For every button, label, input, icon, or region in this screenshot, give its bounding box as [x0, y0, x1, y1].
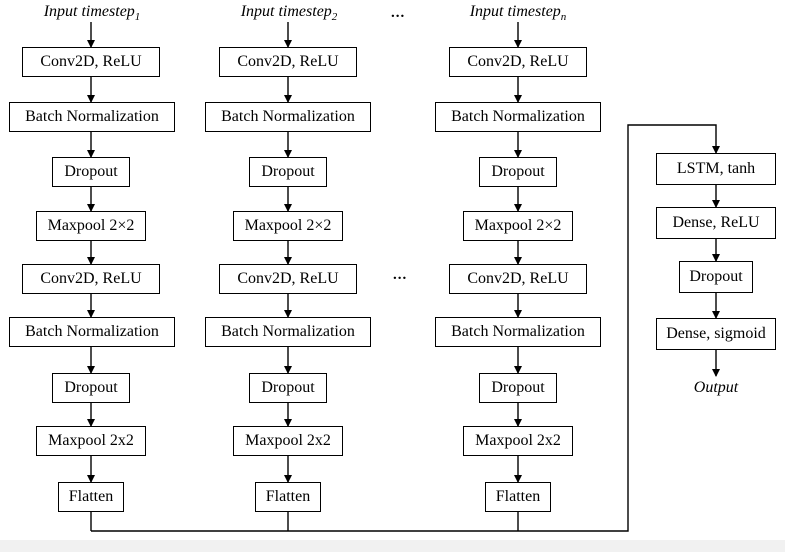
- input-timestep-n-text: Input timestep: [469, 3, 561, 20]
- col1-maxpool-2: Maxpool 2x2: [36, 426, 146, 456]
- bottom-strip: [0, 540, 785, 552]
- input-timestep-n-subscript: n: [560, 11, 567, 24]
- col2-flatten: Flatten: [255, 482, 321, 512]
- dense-relu: Dense, ReLU: [656, 207, 776, 239]
- dropout-lstm: Dropout: [679, 261, 753, 293]
- input-timestep-1-text: Input timestep: [43, 3, 135, 20]
- input-timestep-2-label: Input timestep2: [241, 4, 338, 23]
- col1-conv2d-relu-1: Conv2D, ReLU: [22, 47, 160, 77]
- ellipsis-middle: ...: [393, 267, 408, 283]
- col1-maxpool-1: Maxpool 2×2: [36, 211, 146, 241]
- col1-dropout-1: Dropout: [52, 157, 130, 187]
- col3-dropout-1: Dropout: [479, 157, 557, 187]
- col1-flatten: Flatten: [58, 482, 124, 512]
- col2-maxpool-1: Maxpool 2×2: [233, 211, 343, 241]
- input-timestep-2-subscript: 2: [331, 11, 338, 24]
- col3-flatten: Flatten: [485, 482, 551, 512]
- input-timestep-n-label: Input timestepn: [470, 4, 567, 23]
- col2-dropout-1: Dropout: [249, 157, 327, 187]
- col3-conv2d-relu-2: Conv2D, ReLU: [449, 264, 587, 294]
- output-label: Output: [693, 379, 739, 396]
- col3-batch-normalization-2: Batch Normalization: [435, 317, 601, 347]
- lstm-tanh: LSTM, tanh: [656, 153, 776, 185]
- dense-sigmoid: Dense, sigmoid: [656, 318, 776, 350]
- col1-conv2d-relu-2: Conv2D, ReLU: [22, 264, 160, 294]
- input-timestep-2-text: Input timestep: [240, 3, 332, 20]
- input-timestep-1-label: Input timestep1: [44, 4, 141, 23]
- col2-conv2d-relu-2: Conv2D, ReLU: [219, 264, 357, 294]
- col2-dropout-2: Dropout: [249, 373, 327, 403]
- col3-dropout-2: Dropout: [479, 373, 557, 403]
- col1-dropout-2: Dropout: [52, 373, 130, 403]
- bus-to-lstm: [91, 124, 720, 532]
- col2-maxpool-2: Maxpool 2x2: [233, 426, 343, 456]
- col1-batch-normalization-1: Batch Normalization: [9, 102, 175, 132]
- col3-batch-normalization-1: Batch Normalization: [435, 102, 601, 132]
- col2-batch-normalization-2: Batch Normalization: [205, 317, 371, 347]
- col3-maxpool-2: Maxpool 2x2: [463, 426, 573, 456]
- col1-batch-normalization-2: Batch Normalization: [9, 317, 175, 347]
- col3-maxpool-1: Maxpool 2×2: [463, 211, 573, 241]
- col2-batch-normalization-1: Batch Normalization: [205, 102, 371, 132]
- ellipsis-top: ...: [391, 5, 406, 21]
- input-timestep-1-subscript: 1: [134, 11, 141, 24]
- col2-conv2d-relu-1: Conv2D, ReLU: [219, 47, 357, 77]
- col3-conv2d-relu-1: Conv2D, ReLU: [449, 47, 587, 77]
